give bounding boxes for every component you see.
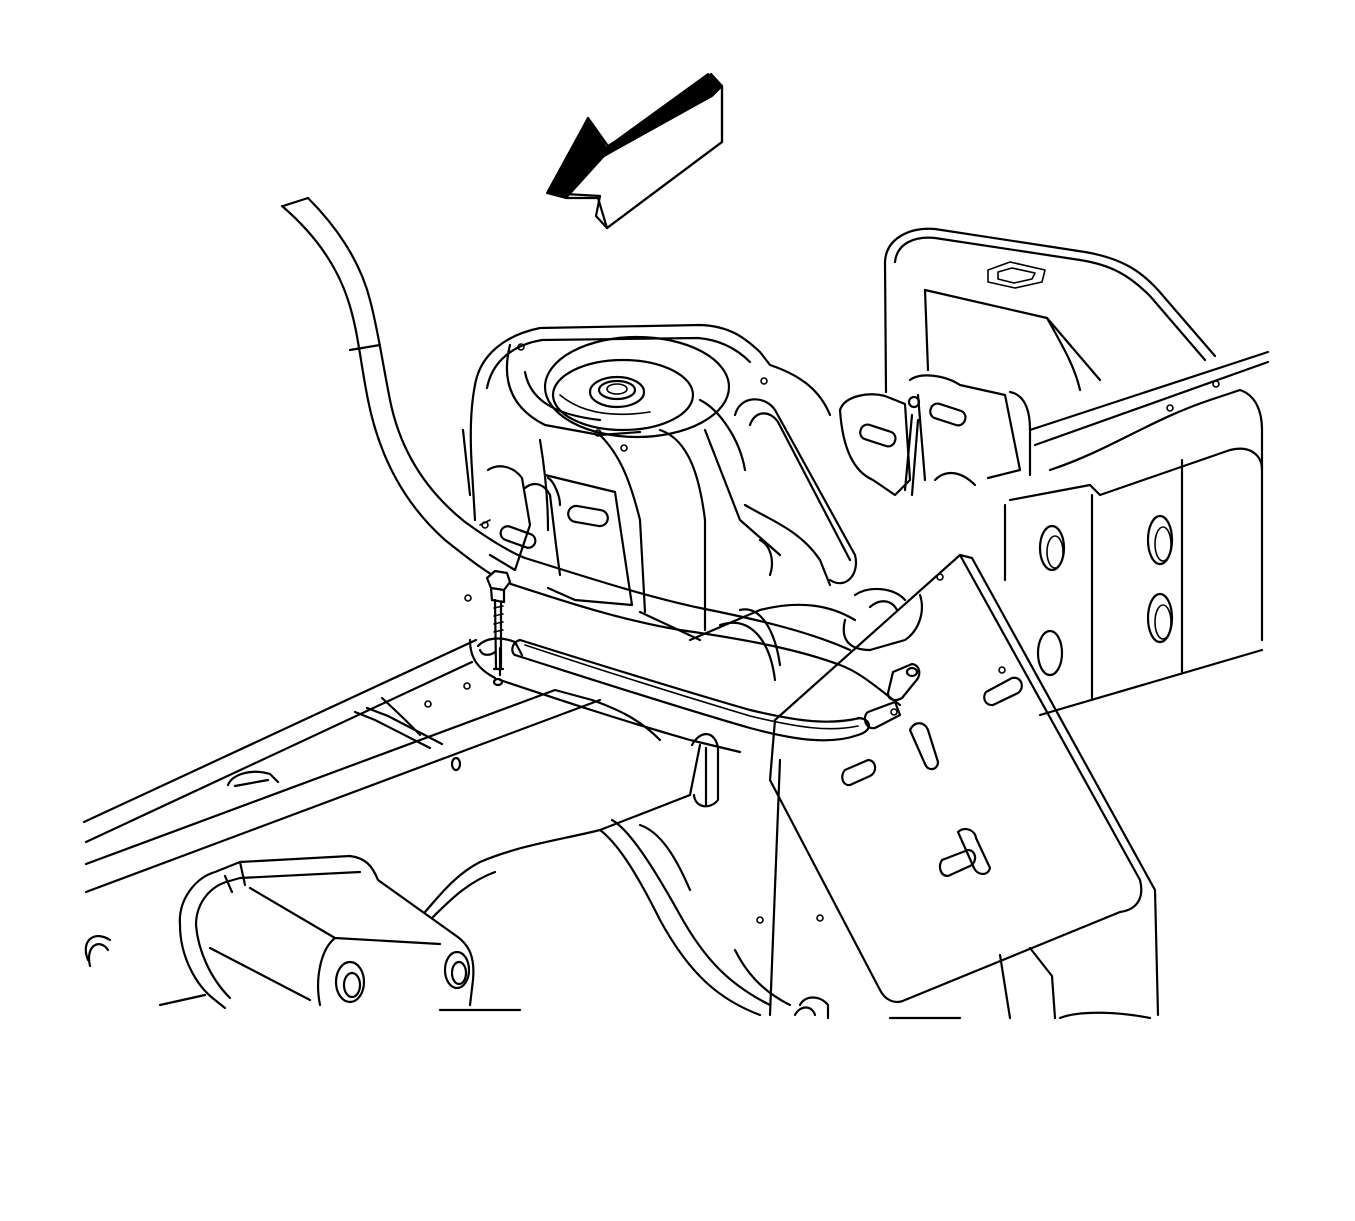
frame-crossmember-icon bbox=[461, 227, 1270, 717]
forward-direction-arrow-icon bbox=[546, 72, 724, 230]
lower-frame-body bbox=[423, 818, 830, 1020]
spring-seat-icon bbox=[517, 335, 768, 452]
mounting-plate-icon bbox=[756, 553, 1160, 1020]
lower-frame-bracket bbox=[84, 854, 522, 1012]
cable-icon bbox=[280, 196, 902, 754]
bolt-icon bbox=[485, 569, 512, 687]
clip-icon bbox=[476, 637, 921, 730]
frame-rail-icon bbox=[82, 594, 720, 894]
bracket-group bbox=[486, 374, 1032, 607]
